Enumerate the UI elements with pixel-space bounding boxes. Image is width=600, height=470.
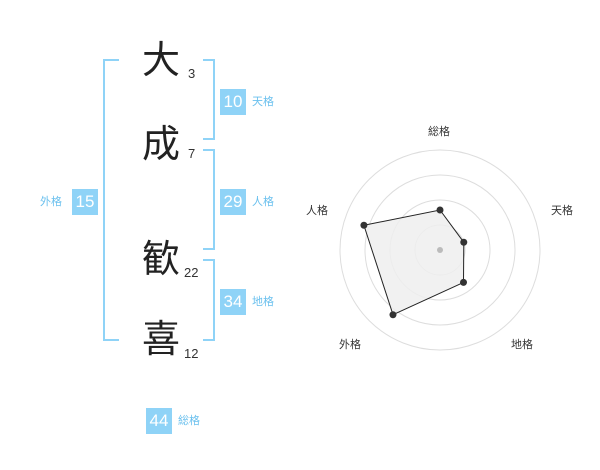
radar-area bbox=[363, 209, 465, 316]
radar-label-tenkaku: 天格 bbox=[551, 204, 573, 217]
chikaku-value: 34 bbox=[220, 289, 246, 315]
stroke-count-3: 22 bbox=[184, 265, 199, 280]
radar-label-soukaku: 総格 bbox=[428, 125, 450, 138]
name-char-1: 大 bbox=[142, 38, 181, 82]
radar-center-dot bbox=[437, 247, 443, 253]
radar-ring bbox=[364, 174, 516, 326]
name-char-3: 歓 bbox=[142, 237, 181, 281]
name-char-2: 成 bbox=[142, 122, 181, 166]
radar-point bbox=[360, 221, 368, 229]
stroke-count-4: 12 bbox=[184, 346, 199, 361]
gaikaku-value: 15 bbox=[72, 189, 98, 215]
radar-point bbox=[460, 238, 468, 246]
tenkaku-label: 天格 bbox=[252, 95, 274, 108]
radar-point bbox=[460, 278, 468, 286]
radar-label-chikaku: 地格 bbox=[511, 338, 533, 351]
jinkaku-value: 29 bbox=[220, 189, 246, 215]
jinkaku-bracket bbox=[203, 149, 215, 250]
radar-ring bbox=[339, 149, 541, 351]
gaikaku-label: 外格 bbox=[40, 195, 62, 208]
stroke-count-1: 3 bbox=[188, 66, 196, 81]
gaikaku-bracket bbox=[103, 59, 119, 341]
radar-point bbox=[389, 311, 397, 319]
chikaku-label: 地格 bbox=[252, 295, 274, 308]
stroke-count-2: 7 bbox=[188, 146, 196, 161]
soukaku-label: 総格 bbox=[178, 414, 200, 427]
jinkaku-label: 人格 bbox=[252, 195, 274, 208]
radar-label-jinkaku: 人格 bbox=[306, 204, 328, 217]
tenkaku-value: 10 bbox=[220, 89, 246, 115]
tenkaku-bracket bbox=[203, 59, 215, 140]
name-char-4: 喜 bbox=[142, 317, 181, 361]
chikaku-bracket bbox=[203, 259, 215, 341]
soukaku-value: 44 bbox=[146, 408, 172, 434]
radar-point bbox=[436, 206, 444, 214]
radar-label-gaikaku: 外格 bbox=[339, 338, 361, 351]
